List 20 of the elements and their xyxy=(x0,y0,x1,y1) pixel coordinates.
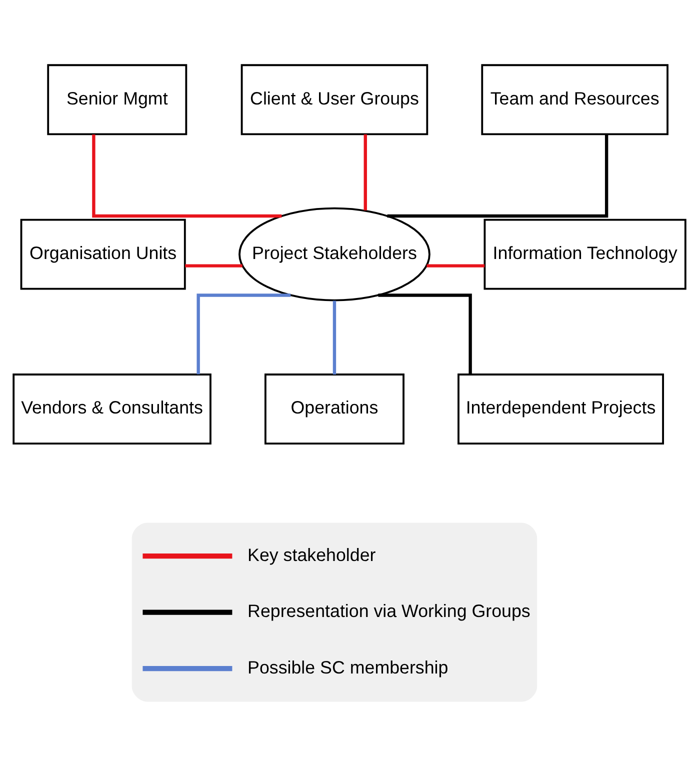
connector xyxy=(387,134,608,218)
connector xyxy=(426,264,485,267)
connector xyxy=(378,293,472,374)
legend-label: Key stakeholder xyxy=(248,544,376,564)
node-box: Team and Resources xyxy=(481,64,668,135)
node-box: Vendors & Consultants xyxy=(12,373,212,444)
connector xyxy=(364,134,367,210)
node-box: Senior Mgmt xyxy=(47,64,188,135)
node-box: Client & User Groups xyxy=(240,64,428,135)
connector xyxy=(185,264,242,267)
node-ellipse: Project Stakeholders xyxy=(238,206,430,301)
legend-label: Representation via Working Groups xyxy=(248,600,530,621)
node-box: Information Technology xyxy=(484,218,686,290)
node-box: Operations xyxy=(264,373,404,444)
node-box: Interdependent Projects xyxy=(458,373,664,444)
node-box: Organisation Units xyxy=(20,218,186,290)
connector xyxy=(92,134,282,218)
legend-label: Possible SC membership xyxy=(248,656,448,677)
connector xyxy=(332,300,336,374)
connector xyxy=(196,293,291,374)
